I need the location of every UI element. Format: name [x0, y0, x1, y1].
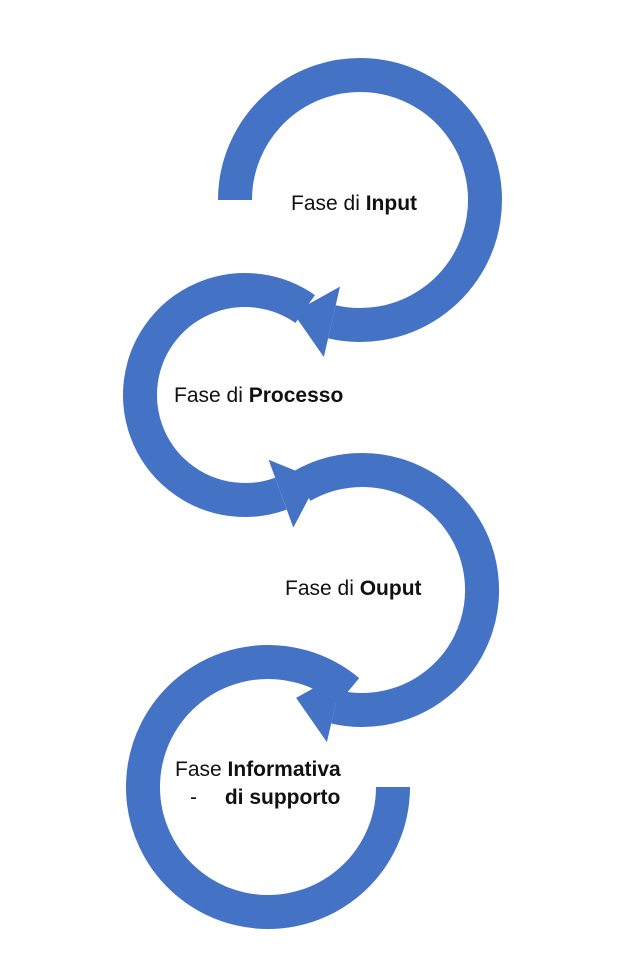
arc-informativa [126, 645, 410, 929]
step-output-label: Fase di Ouput [285, 576, 422, 602]
step-output-title: Ouput [359, 577, 422, 600]
step-processo-prefix: Fase di [174, 384, 243, 407]
step-informativa-label-line2: - di supporto [190, 785, 340, 811]
arc-processo [123, 273, 315, 517]
arc-input [218, 58, 502, 342]
step-processo-label: Fase di Processo [174, 383, 343, 409]
arc-output [293, 453, 500, 727]
arrowhead-input [293, 286, 340, 357]
step-informativa-dash: - [190, 786, 197, 809]
step-output-prefix: Fase di [285, 577, 354, 600]
step-informativa-title: Informativa [227, 758, 341, 781]
step-processo-title: Processo [248, 384, 344, 407]
step-informativa-prefix: Fase [175, 758, 222, 781]
step-informativa-subtitle: di supporto [224, 786, 341, 809]
step-input-label: Fase di Input [291, 191, 417, 217]
step-informativa-label: Fase Informativa [175, 757, 341, 783]
step-input-prefix: Fase di [291, 192, 360, 215]
step-input-title: Input [365, 192, 418, 215]
